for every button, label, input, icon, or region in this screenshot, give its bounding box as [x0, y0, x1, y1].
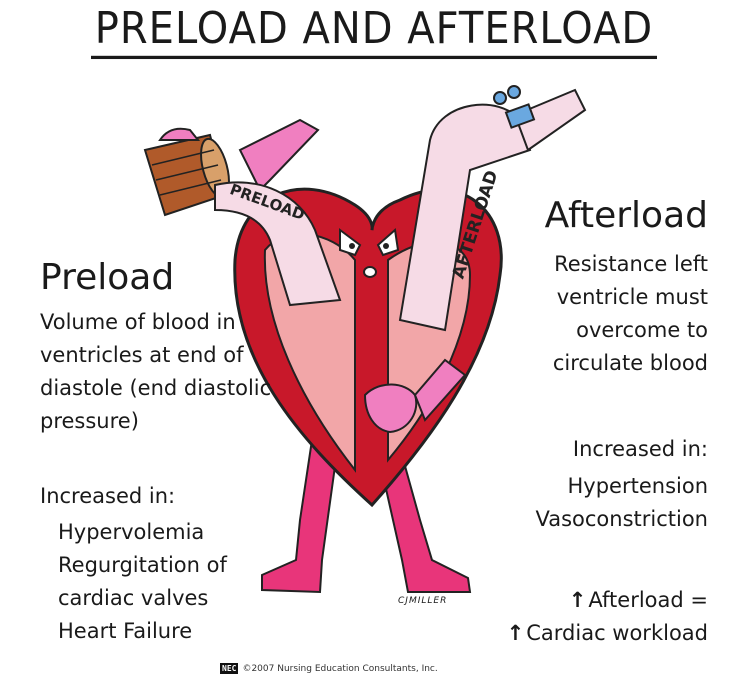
preload-definition-line: diastole (end diastolic — [40, 376, 272, 400]
afterload-heading: Afterload — [544, 195, 708, 236]
nec-logo: NEC — [220, 663, 239, 674]
list-item: Regurgitation of — [58, 553, 227, 577]
preload-definition-line: pressure) — [40, 409, 139, 433]
afterload-increased-label: Increased in: — [572, 437, 708, 461]
afterload-increased-list: Hypertension Vasoconstriction — [535, 470, 708, 536]
afterload-effect: ↑Afterload = ↑Cardiac workload — [507, 584, 708, 650]
preload-definition: Volume of blood in ventricles at end of … — [40, 306, 271, 438]
afterload-definition: Resistance left ventricle must overcome … — [553, 248, 708, 380]
list-item: Vasoconstriction — [535, 507, 708, 531]
left-leg — [261, 418, 342, 594]
afterload-effect-line: ↑Afterload = — [568, 588, 708, 612]
page-title: PRELOAD AND AFTERLOAD — [0, 4, 748, 60]
preload-heading: Preload — [40, 257, 175, 298]
workload-effect-line: ↑Cardiac workload — [506, 621, 708, 645]
aorta-tube — [513, 88, 587, 152]
copyright-footer: NEC ©2007 Nursing Education Consultants,… — [220, 663, 438, 674]
heart-face — [339, 228, 400, 278]
afterload-definition-line: ventricle must — [556, 285, 708, 309]
preload-definition-line: ventricles at end of — [40, 343, 244, 367]
list-item: Heart Failure — [58, 619, 193, 643]
afterload-definition-line: Resistance left — [554, 252, 708, 276]
preload-definition-line: Volume of blood in — [40, 310, 236, 334]
preload-increased-label: Increased in: — [40, 484, 176, 508]
right-arm — [413, 358, 467, 422]
list-item: Hypertension — [567, 474, 709, 498]
hand-icon — [363, 383, 418, 434]
afterload-definition-line: circulate blood — [552, 351, 708, 375]
preload-flow — [214, 181, 342, 307]
valve-clamp-icon — [493, 85, 536, 129]
list-item: Hypervolemia — [58, 520, 205, 544]
artist-signature: CJMILLER — [398, 596, 448, 606]
preload-increased-list: Hypervolemia Regurgitation of cardiac va… — [40, 516, 227, 648]
afterload-definition-line: overcome to — [576, 318, 708, 342]
list-item: cardiac valves — [58, 586, 209, 610]
up-arrow-icon: ↑ — [506, 621, 525, 645]
up-arrow-icon: ↑ — [568, 588, 587, 612]
copyright-text: ©2007 Nursing Education Consultants, Inc… — [242, 663, 438, 674]
left-arm — [238, 118, 320, 192]
